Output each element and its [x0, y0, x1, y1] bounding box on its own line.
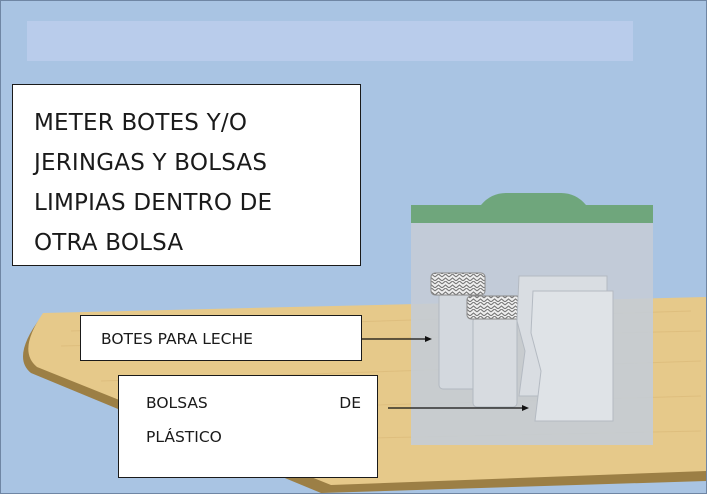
- plastic-bags: [516, 275, 614, 422]
- milk-bottle-front: [466, 295, 524, 408]
- label-bolsas-word3: PLÁSTICO: [146, 428, 222, 446]
- title-bar: [27, 21, 633, 61]
- instruction-line-4: OTRA BOLSA: [34, 230, 184, 256]
- label-bolsas-word1: BOLSAS: [146, 394, 208, 412]
- instruction-line-2: JERINGAS Y BOLSAS: [34, 150, 268, 176]
- instruction-line-1: METER BOTES Y/O: [34, 110, 248, 136]
- arrow-botes: [362, 336, 432, 342]
- label-bolsas-word2: DE: [339, 394, 361, 412]
- label-bolsas-de-plastico: BOLSAS DE PLÁSTICO: [118, 375, 378, 478]
- instruction-box: METER BOTES Y/O JERINGAS Y BOLSAS LIMPIA…: [12, 84, 361, 266]
- label-botes-para-leche: BOTES PARA LECHE: [80, 315, 362, 361]
- arrow-bolsas: [388, 405, 529, 411]
- instruction-line-3: LIMPIAS DENTRO DE: [34, 190, 273, 216]
